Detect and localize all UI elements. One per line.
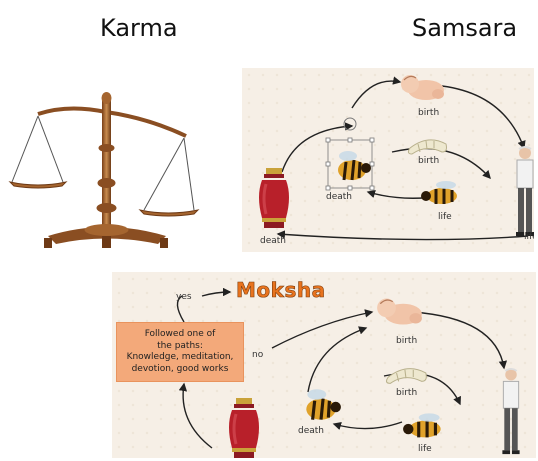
- samsara-title: Samsara: [412, 14, 518, 42]
- yes-label: yes: [176, 292, 192, 302]
- old-man-icon: [516, 146, 534, 236]
- bee-icon: [306, 389, 341, 420]
- bee-icon: [403, 413, 441, 438]
- bee-icon: [421, 181, 457, 204]
- no-label: no: [252, 350, 264, 360]
- samsara-arrows: [276, 76, 529, 241]
- birth-label-top: birth: [396, 336, 418, 346]
- birth-label-mid: birth: [396, 388, 418, 398]
- birth-label-top: birth: [418, 108, 440, 118]
- death-label-bottom: death: [260, 236, 286, 246]
- bee-icon: [338, 151, 371, 181]
- life-label: life: [438, 212, 452, 222]
- samsara-panel: birth birth death life life death: [242, 68, 534, 252]
- urn-icon: [259, 168, 289, 228]
- paths-line: devotion, good works: [131, 363, 229, 374]
- larva-icon: [407, 139, 447, 155]
- karma-title: Karma: [100, 14, 178, 42]
- paths-box: Followed one of the paths: Knowledge, me…: [116, 322, 244, 382]
- death-label-mid: death: [326, 192, 352, 202]
- paths-line: the paths:: [157, 340, 203, 351]
- death-label: death: [298, 426, 324, 436]
- paths-line: Followed one of: [144, 329, 216, 339]
- life-label-right: life: [524, 232, 534, 242]
- scales-icon: [8, 92, 200, 248]
- baby-icon: [401, 75, 444, 100]
- larva-icon: [385, 368, 427, 384]
- moksha-panel: yes Moksha no Followed one of the paths:…: [112, 272, 536, 458]
- paths-line: Knowledge, meditation,: [126, 352, 234, 362]
- old-man-icon: [502, 368, 520, 455]
- urn-icon: [229, 398, 259, 458]
- birth-label-mid: birth: [418, 156, 440, 166]
- life-label: life: [418, 444, 432, 454]
- moksha-heading: Moksha: [236, 278, 326, 303]
- baby-icon: [377, 298, 422, 325]
